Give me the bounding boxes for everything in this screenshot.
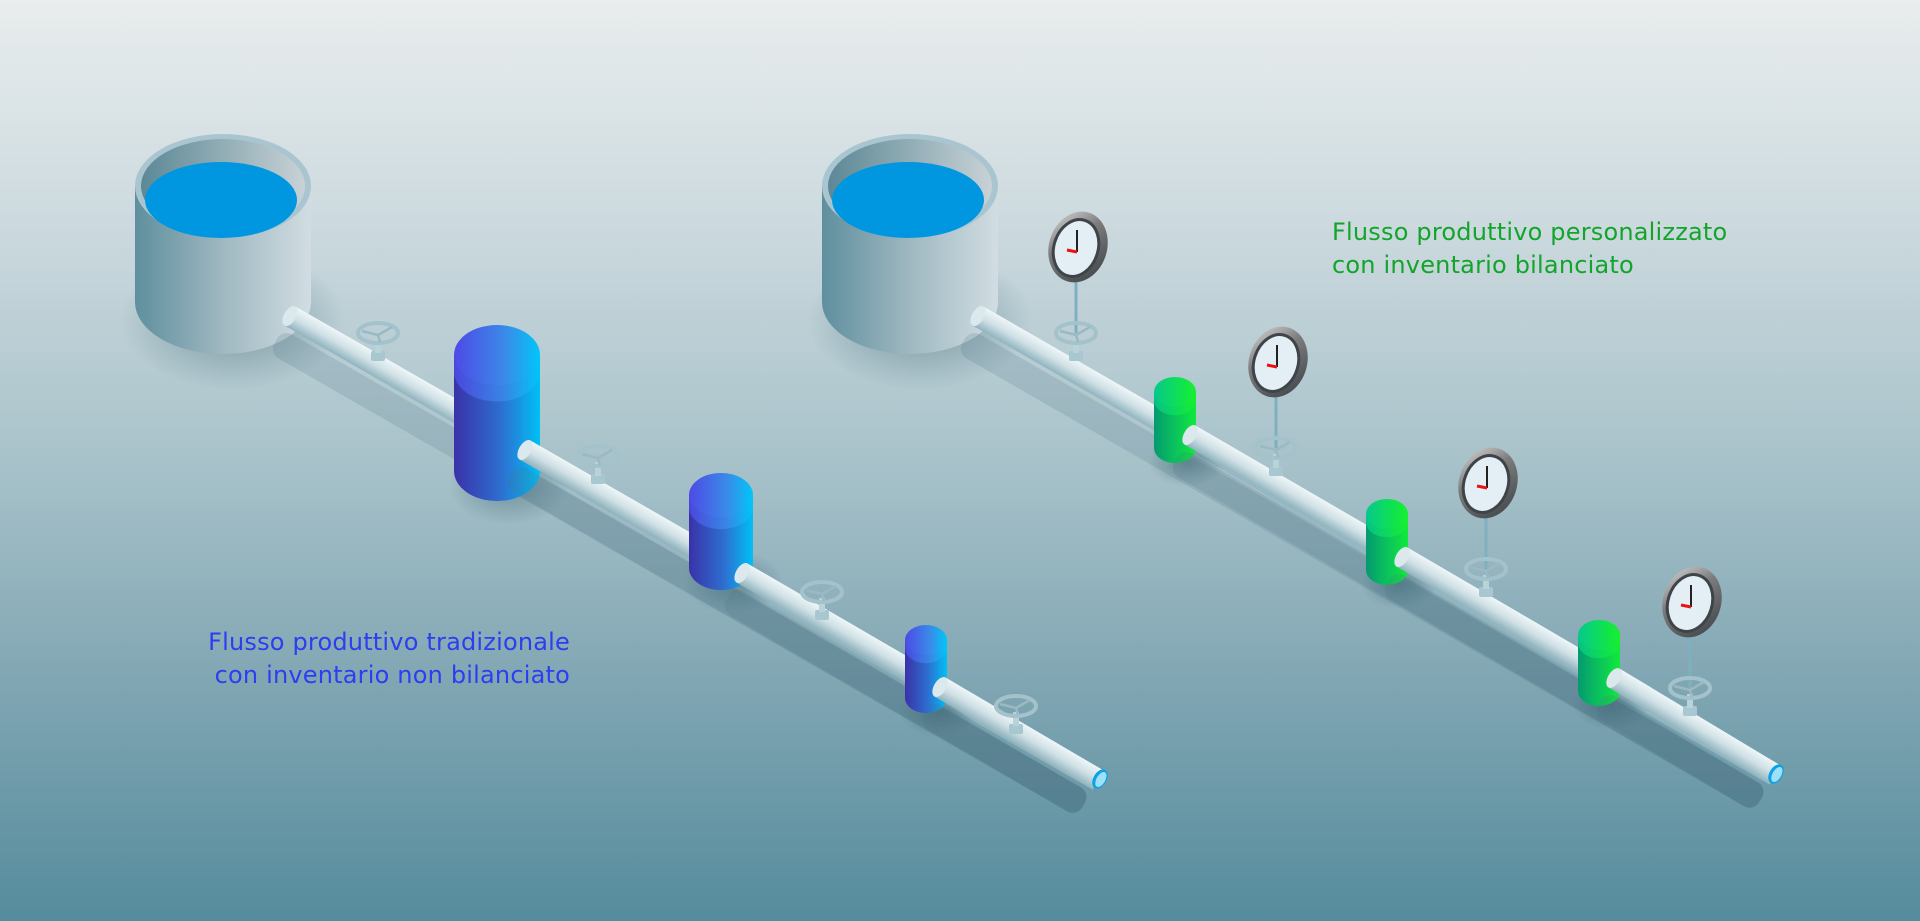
pipe-start-cap [1182,425,1198,445]
gauge-hour-hand [1266,363,1278,369]
pipe-segment [1596,668,1781,808]
pipe-start-cap [1394,547,1410,567]
valve-spokes [581,448,613,466]
valve-traditional-3 [800,580,844,620]
valve-spokes [805,584,837,602]
valve-handwheel [1464,557,1508,581]
pipe-shadow [922,703,1087,813]
valve-base [1009,724,1023,734]
valve-traditional-4 [994,694,1038,734]
valve-spokes [361,325,393,343]
caption-traditional-flow: Flusso produttivo tradizionale con inven… [196,626,570,692]
caption-customized-flow: Flusso produttivo personalizzato con inv… [1332,216,1727,282]
caption-traditional-line2: con inventario non bilanciato [214,661,570,689]
valve-stem [1687,694,1693,708]
valve-stem [375,339,381,353]
water-surface [832,162,984,238]
water-surface [145,162,297,238]
gauge-valve [1054,321,1098,361]
buffer-top [454,325,540,385]
valve-spokes [1673,680,1705,698]
caption-traditional-line1: Flusso produttivo tradizionale [208,628,570,656]
gauge-valve [1254,436,1298,476]
caption-customized-line1: Flusso produttivo personalizzato [1332,218,1728,246]
buffer-1 [1148,377,1226,487]
valve-spokes [1259,440,1291,458]
pipe-customized-end [1596,668,1781,808]
gauge-post [1074,269,1078,333]
valve-base [591,474,605,484]
gauge-post [1688,624,1692,688]
pipe-start-cap [734,563,750,583]
valve-handwheel [800,580,844,604]
valve-base [1683,706,1697,716]
gauge-customized-1 [1048,211,1108,333]
pipe-start-cap [932,677,948,697]
valve-stem [1013,712,1019,726]
valve-handwheel [576,444,620,468]
pipe-start-cap [282,305,298,327]
buffer-top [1366,499,1408,529]
pipe-open-end-inner [1771,767,1783,782]
gauge-customized-2 [1248,326,1308,448]
valve-stem [595,462,601,476]
buffer-top [905,625,947,655]
gauge-valve [1464,557,1508,597]
valve-stem [1273,454,1279,468]
valve-base [815,610,829,620]
valve-spokes [999,698,1031,716]
caption-customized-line2: con inventario bilanciato [1332,251,1634,279]
valve-traditional-2 [576,444,620,484]
valve-spokes [1469,561,1501,579]
gauge-hour-hand [1476,484,1488,490]
tank-customized [807,134,1033,390]
valve-handwheel [994,694,1038,718]
valve-base [371,351,385,361]
buffer-top [1578,620,1620,650]
valve-stem [1073,339,1079,353]
valve-spokes [1059,325,1091,343]
gauge-post [1274,384,1278,448]
tank-traditional [120,134,346,390]
valve-stem [1483,575,1489,589]
pipe-start-cap [970,306,986,326]
valve-base [1269,466,1283,476]
pipe-start-cap [1606,668,1622,688]
valve-handwheel [1254,436,1298,460]
valve-base [1479,587,1493,597]
buffer-top [689,473,753,517]
gauge-valve [1668,676,1712,716]
pipe-open-end-inner [1095,772,1107,787]
valve-handwheel [1668,676,1712,700]
valve-traditional-1 [356,321,400,361]
gauge-customized-3 [1458,447,1518,569]
pipe-shadow [1384,573,1764,808]
gauge-customized-4 [1662,566,1722,688]
buffer-medium [683,473,783,614]
valve-handwheel [1054,321,1098,345]
valve-handwheel [356,321,400,345]
valve-base [1069,351,1083,361]
gauge-hour-hand [1680,603,1692,609]
pipe-start-cap [517,440,533,460]
gauge-post [1484,505,1488,569]
valve-stem [819,598,825,612]
buffer-top [1154,377,1196,407]
pipe-body [1608,668,1781,785]
gauge-hour-hand [1066,248,1078,254]
pipe-shadow [1596,694,1764,808]
